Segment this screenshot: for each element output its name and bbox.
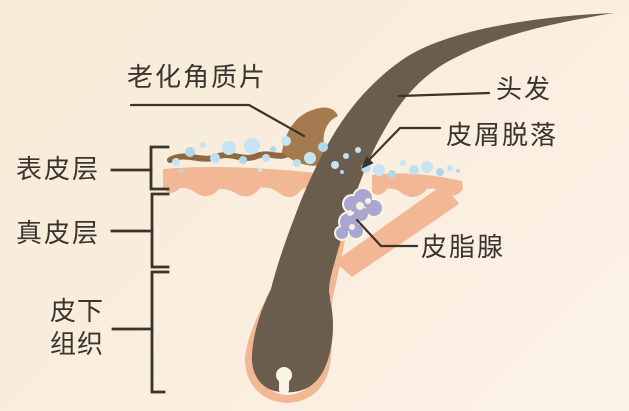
label-aged-keratin-flake: 老化角质片 [127,63,268,93]
leader-line-dandruff [364,126,442,165]
label-subcutaneous-line1: 皮下 [49,297,104,327]
label-epidermis: 表皮层 [16,155,101,185]
bracket-subcutaneous [150,270,170,394]
dermal-papilla-notch [276,367,292,393]
keratin-ribbon [167,150,292,163]
dandruff-dots [172,136,460,178]
hair-bulb [251,264,333,393]
leader-line-hair [397,91,491,98]
bracket-epidermis [149,145,170,191]
leader-line-aged-keratin [129,103,306,138]
leader-line-sebaceous [355,218,419,248]
sebaceous-gland-shape [334,187,384,241]
label-dandruff-shedding: 皮屑脱落 [446,121,559,151]
epidermis-band-left [163,166,337,198]
arrector-pili-wedge [334,188,459,277]
label-hair: 头发 [496,75,553,105]
epidermis-band-right [372,173,463,198]
hair-shaft [251,13,614,393]
bracket-dermis [150,192,170,269]
label-subcutaneous-tissue: 皮下 组织 [38,296,116,362]
label-dermis: 真皮层 [16,219,101,249]
dandruff-arrowhead [361,156,374,169]
label-sebaceous-gland: 皮脂腺 [421,233,506,263]
label-subcutaneous-line2: 组织 [49,330,104,360]
